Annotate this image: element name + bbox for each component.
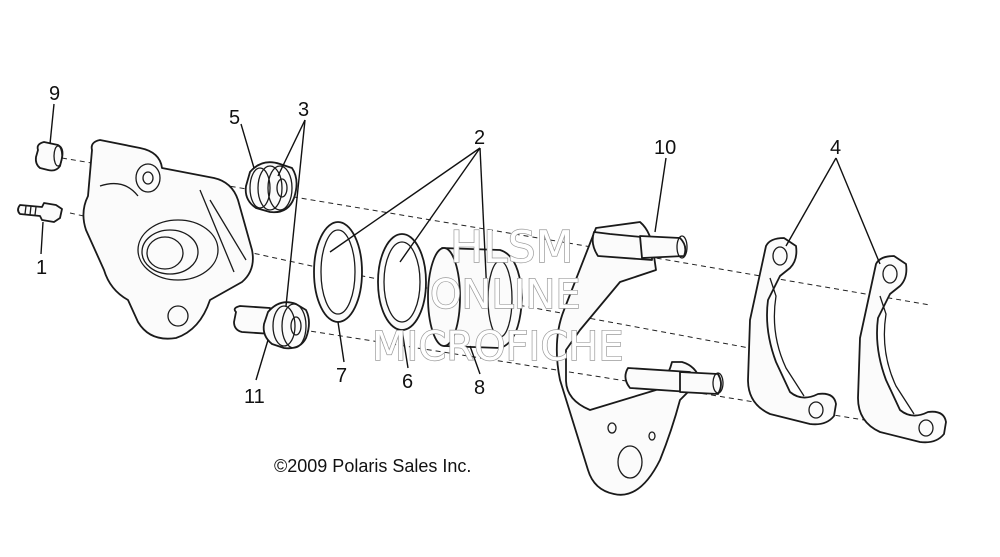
leader-11 — [255, 339, 269, 381]
leader-7 — [337, 321, 345, 363]
part-9-bleeder-cap[interactable] — [34, 141, 64, 172]
part-11-lower-slide-pin[interactable] — [233, 301, 310, 350]
leader-3a — [277, 119, 306, 177]
callout-5: 5 — [229, 107, 240, 129]
assembly-centerlines — [61, 157, 931, 431]
part-6-dust-seal[interactable] — [377, 233, 427, 331]
leader-6 — [401, 329, 409, 369]
part-8-piston[interactable] — [427, 247, 523, 349]
part-10-caliper-bracket[interactable] — [555, 221, 724, 496]
part-4-brake-pad-rear[interactable] — [857, 255, 947, 444]
leader-2c — [479, 147, 488, 297]
callout-3: 3 — [298, 99, 309, 121]
copyright-notice: ©2009 Polaris Sales Inc. — [274, 456, 471, 476]
callout-10: 10 — [654, 137, 676, 159]
watermark-line-3: MICROFICHE — [372, 324, 624, 370]
part-4-brake-pad-front[interactable] — [747, 237, 837, 426]
callout-11: 11 — [244, 386, 265, 408]
watermark-line-1: HLSM — [450, 222, 574, 273]
caliper-body[interactable] — [82, 139, 254, 340]
leader-5 — [240, 123, 255, 169]
part-5-upper-pin-boot[interactable] — [244, 161, 298, 214]
callout-9: 9 — [49, 83, 60, 105]
watermark: HLSM ONLINE MICROFICHE — [371, 221, 624, 370]
callout-6: 6 — [402, 371, 413, 393]
callout-labels: 9 1 5 3 2 10 4 7 6 8 11 — [36, 83, 841, 408]
leader-3b — [285, 119, 306, 307]
leader-10 — [654, 157, 667, 233]
watermark-line-2: ONLINE — [430, 272, 581, 318]
leader-8 — [469, 345, 481, 375]
leader-2a — [329, 147, 481, 253]
callout-7: 7 — [336, 365, 347, 387]
leader-4a — [785, 157, 837, 247]
callout-2: 2 — [474, 127, 485, 149]
leader-2b — [399, 147, 481, 263]
callout-8: 8 — [474, 377, 485, 399]
leader-lines — [40, 103, 881, 381]
part-1-bleeder-screw[interactable] — [17, 202, 63, 223]
leader-4b — [835, 157, 881, 265]
leader-9 — [49, 103, 55, 145]
callout-4: 4 — [830, 137, 841, 159]
leader-1 — [40, 221, 44, 255]
callout-1: 1 — [36, 257, 47, 279]
part-7-piston-seal[interactable] — [313, 221, 363, 323]
